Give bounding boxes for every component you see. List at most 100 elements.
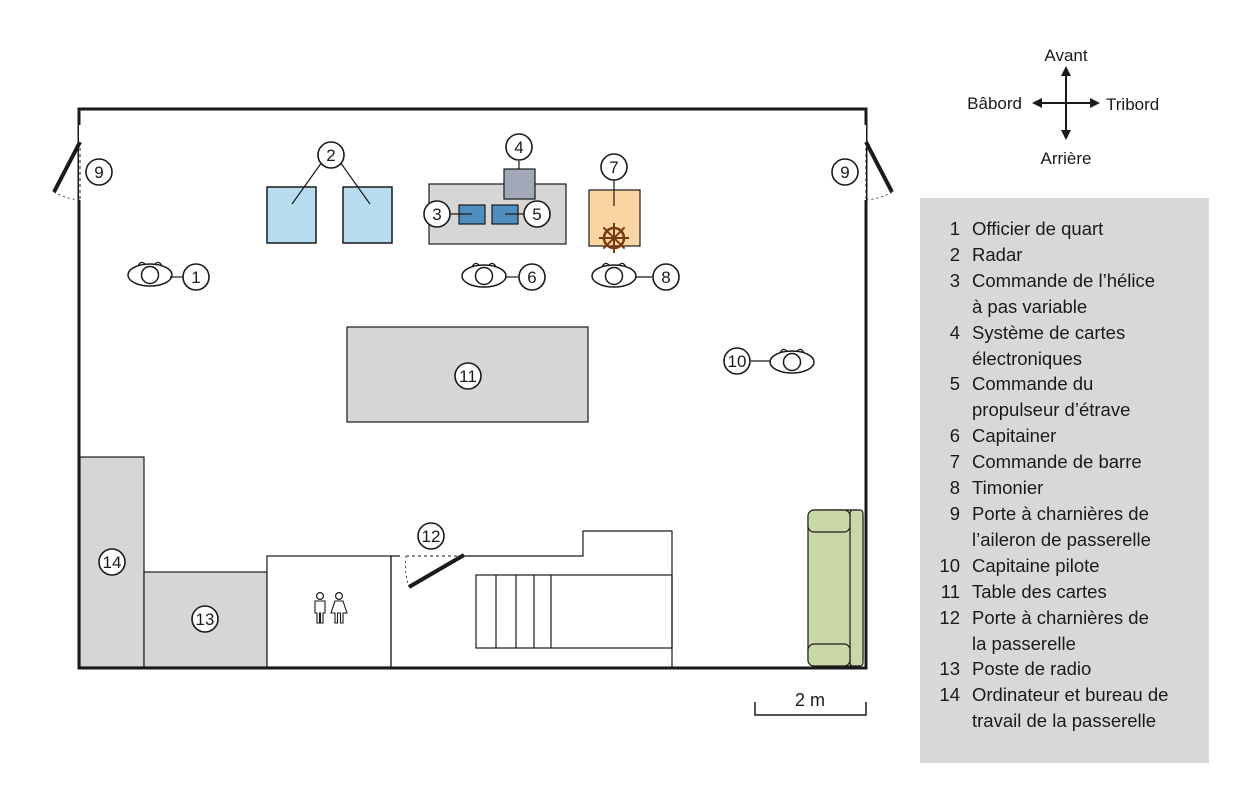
- svg-text:4: 4: [514, 138, 523, 157]
- callout-1: 1: [182, 263, 210, 291]
- sofa-icon: [807, 509, 864, 667]
- stairs-icon: [475, 574, 673, 649]
- compass: Avant Arrière Bâbord Tribord: [967, 46, 1159, 168]
- legend-key: 14: [939, 684, 960, 706]
- wing-door-port: [52, 125, 85, 201]
- svg-text:7: 7: [609, 158, 618, 177]
- svg-text:13: 13: [196, 610, 215, 629]
- compass-forward-label: Avant: [1044, 46, 1087, 65]
- legend-text: Commande de l’hélice à pas variable: [972, 269, 1156, 317]
- legend-panel: 1 Officier de quart 2 Radar 3 Commande de l…: [920, 198, 1209, 763]
- legend-text: Porte à charnières de l’aileron de passe…: [972, 502, 1151, 550]
- bridge-walls: [77, 107, 868, 670]
- svg-text:9: 9: [94, 163, 103, 182]
- legend-key: 12: [939, 606, 960, 628]
- callout-9-starboard: 9: [831, 158, 859, 186]
- ship-wheel-icon: [599, 223, 629, 253]
- legend-text: Commande de barre: [972, 451, 1142, 473]
- radar-units: [266, 161, 393, 244]
- legend-text: Capitainer: [972, 425, 1057, 447]
- scale-label: 2 m: [794, 690, 825, 710]
- person-pilot: [769, 348, 815, 374]
- legend-item: 14 Ordinateur et bureau de travail de la …: [920, 682, 1209, 734]
- legend-item: 9 Porte à charnières de l’aileron de pass…: [920, 501, 1209, 553]
- svg-text:10: 10: [728, 352, 747, 371]
- callout-5: 5: [523, 200, 551, 228]
- radar-left: [266, 186, 317, 244]
- scale-bar: [754, 702, 867, 716]
- legend-list: 1 Officier de quart 2 Radar 3 Commande de l…: [920, 198, 1209, 734]
- svg-text:14: 14: [103, 553, 122, 572]
- main-console: [428, 161, 567, 245]
- callout-7: 7: [600, 153, 628, 181]
- svg-text:12: 12: [422, 527, 441, 546]
- legend-item: 11 Table des cartes: [920, 579, 1209, 605]
- legend-item: 2 Radar: [920, 242, 1209, 268]
- legend-text: Poste de radio: [972, 658, 1092, 680]
- callout-9-port: 9: [85, 158, 113, 186]
- legend-key: 13: [939, 658, 960, 680]
- legend-key: 5: [949, 373, 960, 395]
- legend-item: 6 Capitainer: [920, 423, 1209, 449]
- person-captain: [461, 262, 507, 288]
- legend-key: 10: [939, 554, 960, 576]
- legend-text: Officier de quart: [972, 218, 1104, 239]
- callout-6: 6: [518, 263, 546, 291]
- callout-12: 12: [417, 522, 445, 550]
- legend-key: 2: [949, 243, 960, 265]
- legend-item: 4 Système de cartes électroniques: [920, 320, 1209, 372]
- svg-text:5: 5: [532, 205, 541, 224]
- restroom-icon: [314, 592, 348, 624]
- legend-key: 8: [949, 477, 960, 499]
- svg-text:1: 1: [191, 268, 200, 287]
- legend-text: Capitaine pilote: [972, 554, 1100, 576]
- legend-text: Commande du propulseur d’étrave: [972, 373, 1131, 421]
- callout-8: 8: [652, 263, 680, 291]
- legend-key: 1: [949, 218, 960, 239]
- legend-text: Porte à charnières de la passerelle: [972, 606, 1149, 654]
- radar-right: [342, 186, 393, 244]
- bridge-door: [405, 553, 466, 589]
- compass-aft-label: Arrière: [1040, 149, 1091, 168]
- wing-door-starboard: [860, 125, 894, 201]
- legend-item: 7 Commande de barre: [920, 449, 1209, 475]
- legend-item: 13 Poste de radio: [920, 656, 1209, 682]
- svg-text:8: 8: [661, 268, 670, 287]
- legend-text: Radar: [972, 243, 1023, 265]
- stairwell: [390, 530, 673, 667]
- legend-text: Timonier: [972, 477, 1044, 499]
- legend-item: 5 Commande du propulseur d’étrave: [920, 371, 1209, 423]
- svg-text:2: 2: [326, 146, 335, 165]
- callout-13: 13: [191, 605, 219, 633]
- svg-text:9: 9: [840, 163, 849, 182]
- callout-2: 2: [317, 141, 345, 169]
- restroom: [266, 555, 392, 668]
- ecdis-unit: [503, 168, 536, 200]
- legend-item: 8 Timonier: [920, 475, 1209, 501]
- callout-14: 14: [98, 548, 126, 576]
- callout-4: 4: [505, 133, 533, 161]
- svg-text:11: 11: [459, 367, 477, 386]
- callout-11: 11: [454, 362, 482, 390]
- legend-key: 7: [949, 451, 960, 473]
- legend-item: 3 Commande de l’hélice à pas variable: [920, 268, 1209, 320]
- legend-key: 3: [949, 269, 960, 291]
- legend-key: 6: [949, 425, 960, 447]
- callout-3: 3: [423, 200, 451, 228]
- person-officer-of-watch: [127, 261, 173, 287]
- person-helmsman: [591, 262, 637, 288]
- legend-text: Ordinateur et bureau de travail de la pa…: [972, 684, 1169, 732]
- svg-text:6: 6: [527, 268, 536, 287]
- legend-key: 9: [949, 502, 960, 524]
- legend-key: 11: [940, 580, 960, 602]
- steering-stand: [588, 180, 641, 253]
- legend-key: 4: [949, 321, 960, 343]
- callout-10: 10: [723, 347, 751, 375]
- legend-text: Table des cartes: [972, 580, 1107, 602]
- compass-starboard-label: Tribord: [1106, 95, 1159, 114]
- svg-text:3: 3: [432, 205, 441, 224]
- legend-item: 10 Capitaine pilote: [920, 553, 1209, 579]
- legend-text: Système de cartes électroniques: [972, 321, 1126, 369]
- legend-item: 1 Officier de quart: [920, 216, 1209, 242]
